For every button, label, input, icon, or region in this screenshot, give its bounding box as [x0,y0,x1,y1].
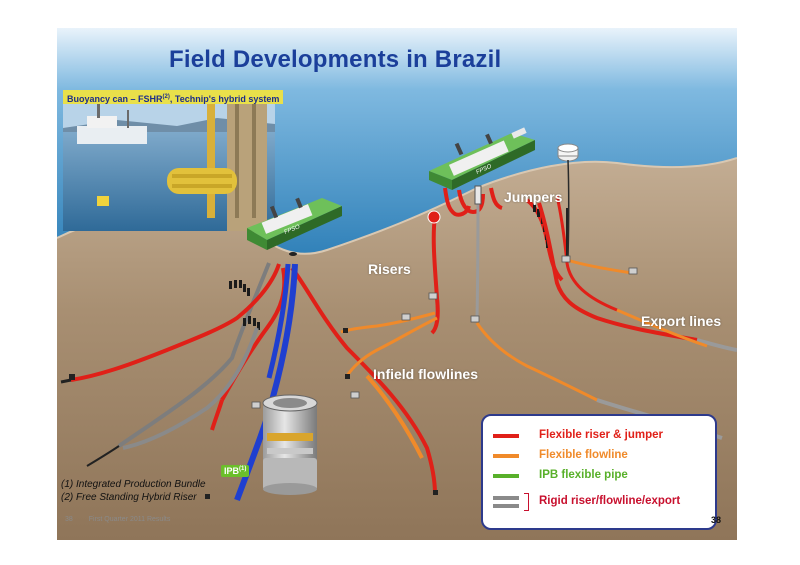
legend-swatch-flexible-riser [493,434,519,438]
label-jumpers: Jumpers [504,189,563,205]
label-ipb-text: IPB [224,466,240,476]
footer-quarter: First Quarter 2011 Results [88,516,171,523]
fpso-left [247,197,342,256]
legend-label: IPB flexible pipe [539,469,628,481]
legend-swatch-flexible-flowline [493,454,519,458]
legend-swatch-rigid-2 [493,504,519,508]
legend-label: Flexible flowline [539,449,628,461]
fpso-right [429,127,535,190]
page-number: 38 [711,515,722,525]
legend-swatch-rigid [493,496,519,500]
photo-caption-text-end: , Technip's hybrid system [169,94,280,104]
legend: Flexible riser & jumper Flexible flowlin… [481,414,717,530]
footnote-2: (2) Free Standing Hybrid Riser [61,492,197,503]
label-ipb: IPB(1) [221,465,250,477]
photo-caption: Buoyancy can – FSHR(2), Technip's hybrid… [63,90,284,104]
label-export-lines: Export lines [641,313,722,329]
photo-caption-sup: (2) [162,94,170,100]
buoyancy-modules-left [229,280,260,330]
footer: 38 First Quarter 2011 Results [65,516,184,523]
legend-bracket [524,493,529,511]
footnote-1: (1) Integrated Production Bundle [61,479,206,490]
pipe-end-markers [69,328,438,499]
legend-label: Flexible riser & jumper [539,429,663,441]
label-ipb-sup: (1) [239,466,247,472]
legend-swatch-ipb [493,474,519,478]
label-risers: Risers [368,261,411,277]
buoyancy-can-photo [63,90,275,231]
photo-caption-text: Buoyancy can – FSHR [67,94,163,104]
fpso-left-label: FPSO [284,224,302,236]
label-infield-flowlines: Infield flowlines [373,366,479,382]
footnotes: (1) Integrated Production Bundle (2) Fre… [61,478,206,504]
export-buoy [557,143,579,162]
subsea-structures [251,255,638,409]
legend-label: Rigid riser/flowline/export [539,495,681,507]
footer-page-small: 38 [65,516,73,523]
slide-title: Field Developments in Brazil [169,46,502,73]
ipb-cross-section [262,394,318,495]
